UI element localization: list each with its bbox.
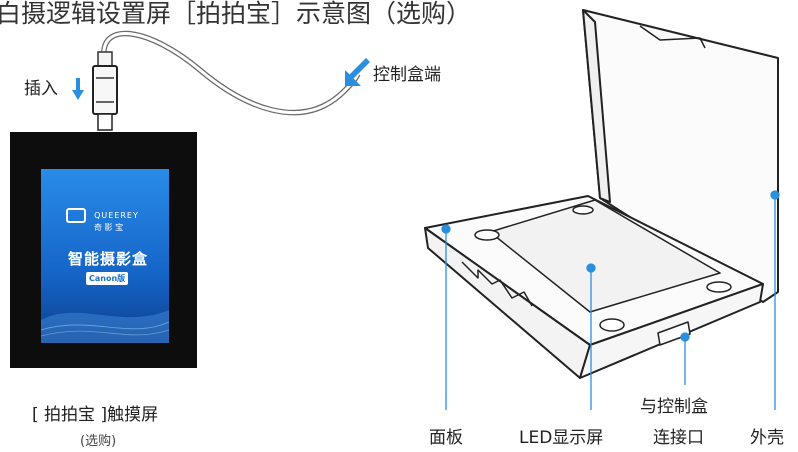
- shell-label: 外壳: [750, 428, 784, 448]
- screen-app-title: 智能摄影盒: [68, 250, 149, 268]
- arrow-down-icon: [72, 78, 84, 100]
- logo-icon: [66, 208, 86, 223]
- led-screen-label: LED显示屏: [519, 428, 604, 448]
- insert-label: 插入: [24, 79, 58, 99]
- touchscreen-label: [ 拍拍宝 ]触摸屏: [32, 405, 159, 425]
- page-title: 白摄逻辑设置屏［拍拍宝］示意图（选购）: [0, 0, 472, 28]
- screen-logo: QUEEREY 奇 影 宝: [66, 205, 156, 232]
- touchscreen-display: [41, 169, 169, 343]
- usb-cable: [101, 30, 361, 116]
- usb-plug-icon: [92, 51, 118, 131]
- callout-lines: [441, 190, 780, 410]
- arrow-diagonal-icon: [345, 58, 370, 86]
- brand-badge: Canon版: [86, 272, 129, 285]
- panel-label: 面板: [429, 428, 463, 448]
- control-box-end-label: 控制盒端: [373, 65, 441, 85]
- touchscreen-note: (选购): [80, 434, 117, 449]
- connector-label-line2: 连接口: [653, 428, 704, 448]
- connector-label-line1: 与控制盒: [640, 397, 708, 417]
- open-box: [424, 9, 779, 379]
